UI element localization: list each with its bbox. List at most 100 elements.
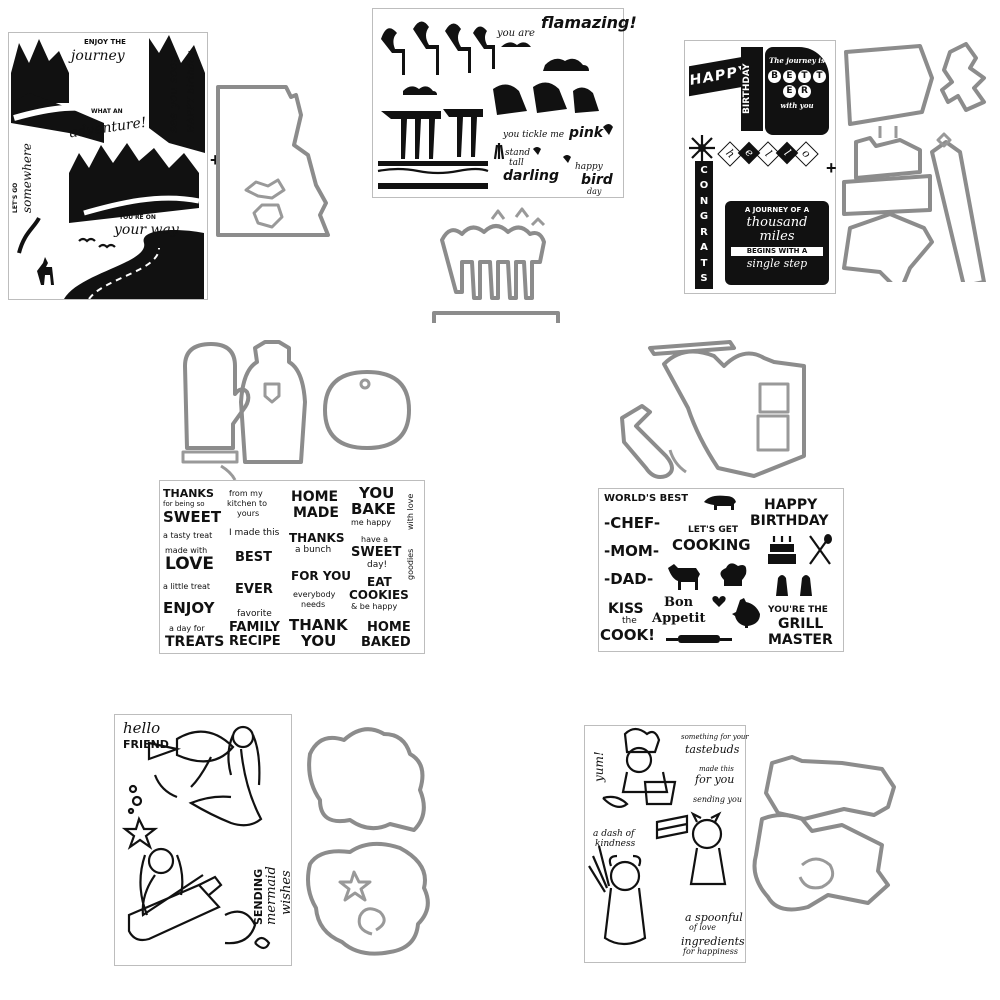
stamp-the: the bbox=[622, 616, 637, 626]
stamp-made: MADE bbox=[293, 505, 339, 521]
stamp-treats: TREATS bbox=[165, 634, 225, 650]
stamp-sheet-retro: H A P P Y BIRTHDAY The journey is B E T … bbox=[684, 40, 836, 294]
fork-spoon-icon bbox=[809, 534, 832, 565]
rolling-pin-icon bbox=[666, 635, 732, 643]
better-letter: R bbox=[798, 85, 811, 99]
stamp-you-big: YOU bbox=[359, 484, 395, 502]
die-set-chef bbox=[620, 340, 806, 479]
stamp-set-flamingo: you are flamazing! you tickle me pink st… bbox=[360, 0, 637, 330]
happy-flag-stamp: H A P P Y bbox=[689, 55, 749, 97]
stamp-cooking: COOKING bbox=[672, 536, 751, 554]
stamp-bake: BAKE bbox=[351, 500, 396, 518]
stamp-wishes: wishes bbox=[279, 870, 294, 915]
better-letter: E bbox=[783, 70, 796, 84]
congrats-letter: N bbox=[699, 195, 709, 207]
stamp-pink: pink bbox=[569, 125, 604, 141]
stamp-set-retro: H A P P Y BIRTHDAY The journey is B E T … bbox=[676, 30, 996, 300]
die-set-baking bbox=[181, 340, 411, 480]
stamp-mom: -MOM- bbox=[604, 542, 660, 560]
stamp-stand: stand bbox=[505, 148, 531, 158]
stamp-day: day! bbox=[367, 560, 388, 570]
cake-icon bbox=[768, 536, 796, 564]
stamp-everybody: everybody bbox=[293, 590, 336, 599]
thousand-miles-stamp: A JOURNEY OF A thousand miles BEGINS WIT… bbox=[725, 201, 829, 285]
stamp-sheet-cooking-animals: yum! something for your tastebuds made t… bbox=[584, 725, 749, 963]
congrats-letter: R bbox=[700, 226, 708, 238]
stamp-for-happiness: for happiness bbox=[683, 947, 738, 956]
stamp-yours: yours bbox=[237, 509, 260, 518]
stamp-favorite: favorite bbox=[237, 609, 272, 619]
stamp-you-are: you are bbox=[497, 28, 535, 39]
stamp-sweet: SWEET bbox=[163, 508, 222, 526]
stamp-for-you: FOR YOU bbox=[291, 569, 352, 583]
congrats-letter: O bbox=[699, 180, 709, 191]
congrats-letter: A bbox=[700, 242, 708, 253]
stamp-lets-go: LET'S GO bbox=[12, 182, 19, 213]
stamp-enjoy: ENJOY bbox=[163, 599, 215, 617]
congrats-letter: G bbox=[699, 211, 709, 222]
stamp-home-2: HOME bbox=[367, 620, 411, 635]
stamp-cook: COOK! bbox=[600, 626, 655, 644]
stamp-have-a: have a bbox=[361, 535, 389, 544]
stamp-i-made-this: I made this bbox=[229, 528, 280, 538]
stamp-sheet-journey: ENJOY THE journey WHAT AN adventure! see… bbox=[8, 32, 208, 300]
stamp-youre-the: YOU'RE THE bbox=[768, 605, 828, 615]
stamp-family: FAMILY bbox=[229, 620, 280, 635]
stamp-set-mermaid: hello FRIEND SENDING mermaid wishes bbox=[110, 710, 450, 970]
stamp-youre-on: YOU'RE ON bbox=[119, 214, 156, 221]
stamp-appetit: Appetit bbox=[652, 611, 706, 626]
stamp-eat: EAT bbox=[367, 575, 392, 589]
better-letter: B bbox=[768, 70, 781, 84]
starburst-icon bbox=[689, 135, 715, 161]
better-letter: T bbox=[798, 70, 811, 84]
stamp-set-cooking-animals: yum! something for your tastebuds made t… bbox=[580, 725, 920, 965]
cooking-animals-stamp-art bbox=[588, 727, 727, 946]
stamp-you: YOU bbox=[301, 632, 337, 650]
miles-text: miles bbox=[759, 228, 795, 244]
stamp-bird: bird bbox=[581, 172, 613, 188]
stamp-from-my: from my bbox=[229, 489, 263, 498]
congrats-letter: T bbox=[700, 257, 708, 269]
stamp-mermaid: mermaid bbox=[264, 866, 279, 925]
stamp-hello: hello bbox=[123, 719, 161, 737]
die-set-flamingo bbox=[432, 207, 560, 323]
happy-letter: H bbox=[689, 70, 702, 89]
stamp-friend: FRIEND bbox=[123, 738, 169, 751]
stamp-sweet-2: SWEET bbox=[351, 545, 402, 560]
stamp-tasty-treat: a tasty treat bbox=[163, 531, 213, 540]
stamp-see-you-soon: see you soon bbox=[166, 54, 180, 133]
stamp-birthday: BIRTHDAY bbox=[750, 513, 829, 529]
better-letters: B E T T E R bbox=[765, 70, 829, 99]
stamp-journey: journey bbox=[71, 48, 125, 64]
stamp-goodies: goodies bbox=[406, 548, 415, 580]
hello-letter: o bbox=[793, 141, 819, 167]
stamp-set-baking: THANKS for being so SWEET a tasty treat … bbox=[155, 340, 435, 660]
stamp-me-happy: me happy bbox=[351, 518, 392, 527]
cow-icon bbox=[668, 564, 700, 590]
better-letter: T bbox=[813, 70, 826, 84]
stamp-made-this: made this bbox=[699, 765, 734, 773]
stamp-worlds-best: WORLD'S BEST bbox=[604, 493, 689, 504]
stamp-home: HOME bbox=[291, 489, 339, 505]
stamp-for-being-so: for being so bbox=[163, 500, 205, 508]
stamp-needs: needs bbox=[301, 600, 326, 609]
stamp-somewhere: somewhere bbox=[20, 143, 34, 213]
chicken-icon bbox=[732, 598, 760, 628]
stamp-made-with: made with bbox=[165, 546, 208, 555]
flamingo-stamp-art bbox=[377, 21, 613, 189]
stamp-recipe: RECIPE bbox=[229, 634, 281, 649]
journey-of-text: A JOURNEY OF A bbox=[744, 206, 810, 214]
stamp-love: LOVE bbox=[165, 554, 214, 574]
stamp-ever: EVER bbox=[235, 582, 273, 597]
stamp-best: BEST bbox=[235, 550, 273, 565]
stamp-grill: GRILL bbox=[778, 616, 824, 632]
stamp-of-love: of love bbox=[689, 923, 716, 932]
stamp-cookies: COOKIES bbox=[349, 588, 409, 602]
chef-hat-icon bbox=[720, 563, 747, 586]
stamp-with-love: with love bbox=[406, 493, 415, 530]
stamp-something: something for your bbox=[681, 733, 749, 741]
stamp-dad: -DAD- bbox=[604, 570, 654, 588]
congrats-tower-stamp: C O N G R A T S bbox=[695, 161, 713, 289]
birthday-text: BIRTHDAY bbox=[742, 63, 752, 115]
stamp-darling: darling bbox=[503, 168, 559, 184]
